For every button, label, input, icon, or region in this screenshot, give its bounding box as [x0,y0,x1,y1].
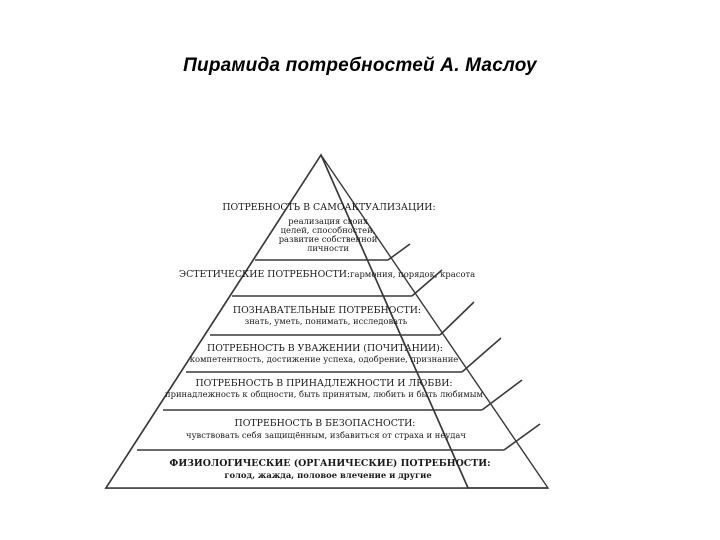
level-self-actualization-line-4: личности [307,243,349,253]
level-divider-side-5 [481,379,523,411]
level-self-actualization-title: ПОТРЕБНОСТЬ В САМОАКТУАЛИЗАЦИИ: [222,202,435,213]
level-physiological-title: ФИЗИОЛОГИЧЕСКИЕ (ОРГАНИЧЕСКИЕ) ПОТРЕБНОС… [169,458,490,469]
level-divider-side-6 [503,423,541,451]
level-self-actualization-line-2: целей, способностей, [281,225,376,235]
level-safety-line-1: чувствовать себя защищённым, избавиться … [186,430,466,440]
level-belonging-title: ПОТРЕБНОСТЬ В ПРИНАДЛЕЖНОСТИ И ЛЮБВИ: [195,378,452,389]
level-belonging-line-1: принадлежность к общности, быть принятым… [165,389,483,399]
level-cognitive-line-1: знать, уметь, понимать, исследовать [245,316,408,326]
level-safety-title: ПОТРЕБНОСТЬ В БЕЗОПАСНОСТИ: [235,418,416,429]
level-divider-side-2 [411,269,443,297]
level-cognitive-title: ПОЗНАВАТЕЛЬНЫЕ ПОТРЕБНОСТИ: [233,305,421,316]
level-aesthetic-line-1: гармония, порядок, красота [350,269,475,279]
level-divider-side-4 [461,337,502,373]
level-esteem-title: ПОТРЕБНОСТЬ В УВАЖЕНИИ (ПОЧИТАНИИ): [207,343,443,354]
level-aesthetic-title: ЭСТЕТИЧЕСКИЕ ПОТРЕБНОСТИ: [179,269,350,280]
level-divider-side-3 [439,301,475,336]
level-self-actualization-line-3: развитие собственной [279,234,378,244]
level-self-actualization-line-1: реализация своих [288,216,368,226]
level-physiological-line-1: голод, жажда, половое влечение и другие [224,470,431,480]
pyramid-front-triangle [104,153,470,489]
level-aesthetic-text: ЭСТЕТИЧЕСКИЕ ПОТРЕБНОСТИ:гармония, поряд… [179,269,475,280]
level-esteem-line-1: компетентность, достижение успеха, одобр… [190,354,459,364]
page-title: Пирамида потребностей А. Маслоу [183,55,537,76]
level-divider-side-1 [387,243,411,261]
